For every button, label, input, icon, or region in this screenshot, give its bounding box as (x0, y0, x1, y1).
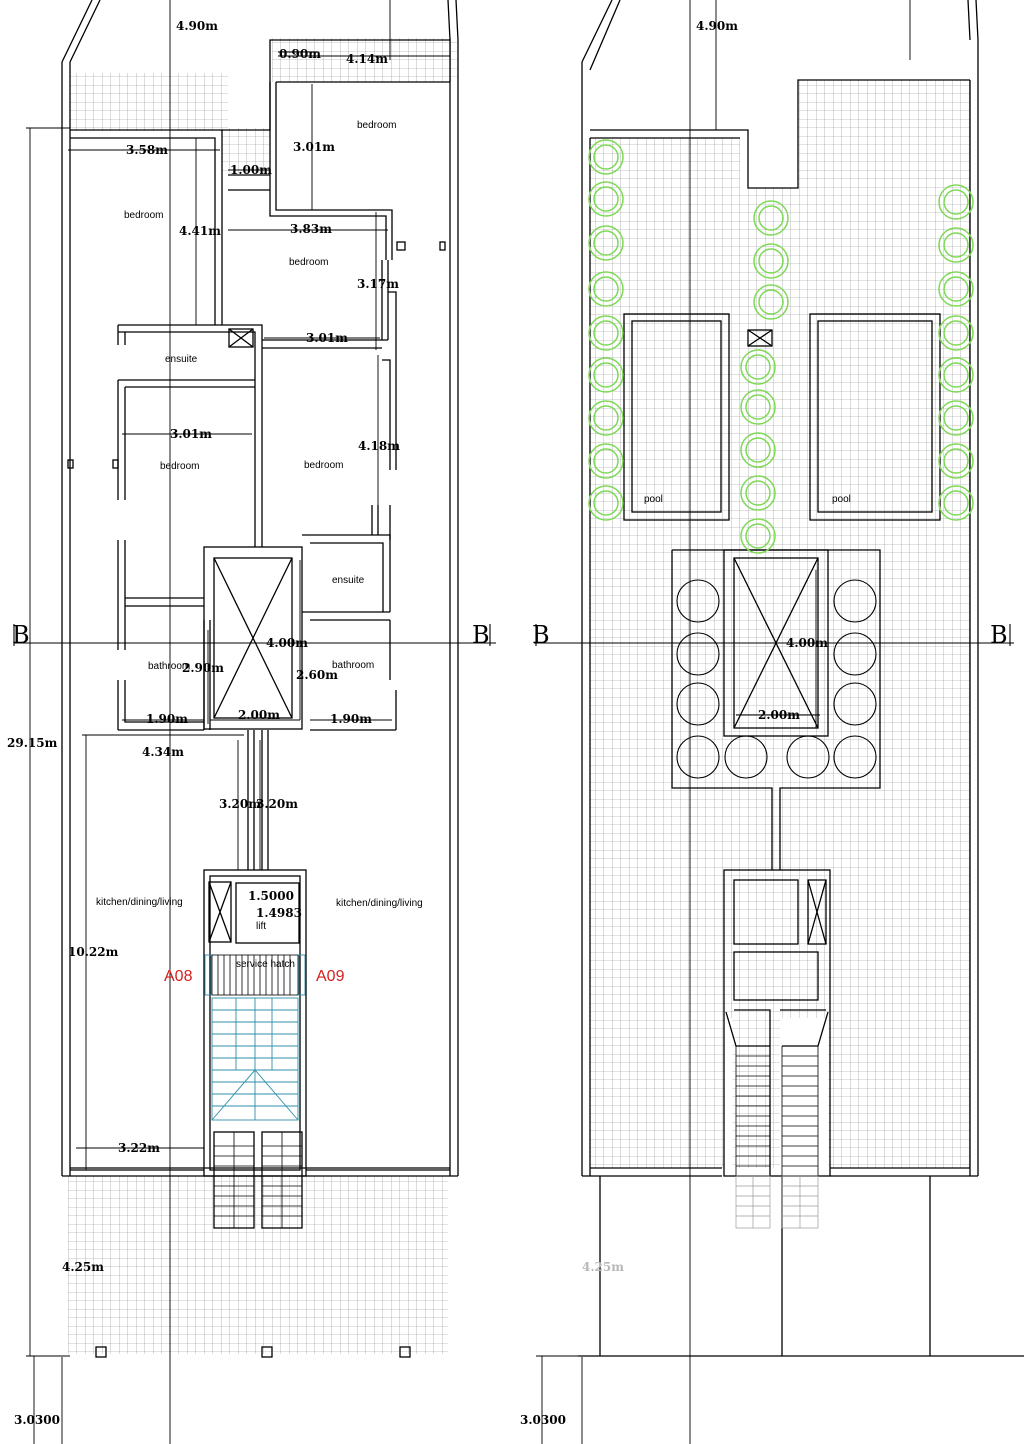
left-dim-441: 4.41m (179, 224, 221, 238)
left-dim-190-r: 1.90m (330, 712, 372, 726)
right-section-mark-left: B (532, 621, 550, 649)
left-dim-200: 2.00m (238, 708, 280, 722)
room-pool-a: pool (644, 494, 663, 505)
left-dim-317: 3.17m (357, 277, 399, 291)
left-plan: 4.90m 0.90m 4.14m 3.58m 1.00m 3.01m 4.41… (7, 0, 496, 1444)
right-dim-400: 4.00m (786, 636, 828, 650)
room-kitchen-b: kitchen/dining/living (336, 898, 423, 909)
left-section-mark-left: B (12, 621, 30, 649)
left-dim-301-low: 3.01m (170, 427, 212, 441)
left-dim-320-b: 3.20m (256, 797, 298, 811)
room-bedroom-c: bedroom (289, 257, 328, 268)
left-dim-190-l: 1.90m (146, 712, 188, 726)
left-dim-425: 4.25m (62, 1260, 104, 1274)
left-dim-290: 2.90m (182, 661, 224, 675)
room-bathroom-a: bathroom (148, 661, 190, 672)
room-bathroom-b: bathroom (332, 660, 374, 671)
room-ensuite-b: ensuite (332, 575, 365, 586)
room-bedroom-b: bedroom (124, 210, 163, 221)
left-bottom-terrace (68, 1176, 448, 1354)
left-dim-322: 3.22m (118, 1141, 160, 1155)
left-dim-260: 2.60m (296, 668, 338, 682)
room-bedroom-a: bedroom (357, 120, 396, 131)
right-dim-425: 4.25m (582, 1260, 624, 1274)
left-dim-418: 4.18m (358, 439, 400, 453)
left-dim-320-a: 3.20m (219, 797, 261, 811)
left-dim-100: 1.00m (230, 163, 272, 177)
room-bedroom-d: bedroom (160, 461, 199, 472)
right-top-width-dim: 4.90m (696, 19, 738, 33)
room-lift: lift (256, 921, 266, 932)
left-dim-1022: 10.22m (68, 945, 119, 959)
left-overall-dim: 29.15m (7, 736, 58, 750)
unit-label-a08: A08 (164, 968, 193, 985)
left-section-mark-right: B (472, 621, 490, 649)
right-level-mark: 3.0300 (520, 1413, 566, 1427)
tree-planters (588, 139, 974, 554)
left-dim-090: 0.90m (279, 47, 321, 61)
left-level-mark: 3.0300 (14, 1413, 60, 1427)
left-top-terrace (70, 73, 228, 131)
lift-depth-dim: 1.4983 (256, 906, 302, 920)
left-outer-wall (61, 40, 459, 1176)
left-top-right-terrace (272, 38, 457, 82)
right-section-mark-right: B (990, 621, 1008, 649)
left-top-width-dim: 4.90m (176, 19, 218, 33)
right-dim-200: 2.00m (758, 708, 800, 722)
right-plan: 4.90m 4.00m 2.00m 4.25m 3.0300 pool pool… (520, 0, 1024, 1444)
left-dim-358: 3.58m (126, 143, 168, 157)
room-service-hatch: service hatch (236, 959, 295, 970)
left-dim-400: 4.00m (266, 636, 308, 650)
left-small-terrace (222, 128, 270, 174)
right-outer-wall (581, 40, 979, 1176)
room-kitchen-a: kitchen/dining/living (96, 897, 183, 908)
left-dim-301-mid: 3.01m (306, 331, 348, 345)
left-dim-414: 4.14m (346, 52, 388, 66)
room-pool-b: pool (832, 494, 851, 505)
left-dim-301-top: 3.01m (293, 140, 335, 154)
left-dim-383: 3.83m (290, 222, 332, 236)
room-ensuite-a: ensuite (165, 354, 198, 365)
roof-terrace-tiles (590, 80, 970, 1168)
unit-label-a09: A09 (316, 968, 345, 985)
left-dim-434: 4.34m (142, 745, 184, 759)
lift-width-dim: 1.5000 (248, 889, 294, 903)
left-diagonal-wall (61, 0, 459, 63)
room-bedroom-e: bedroom (304, 460, 343, 471)
